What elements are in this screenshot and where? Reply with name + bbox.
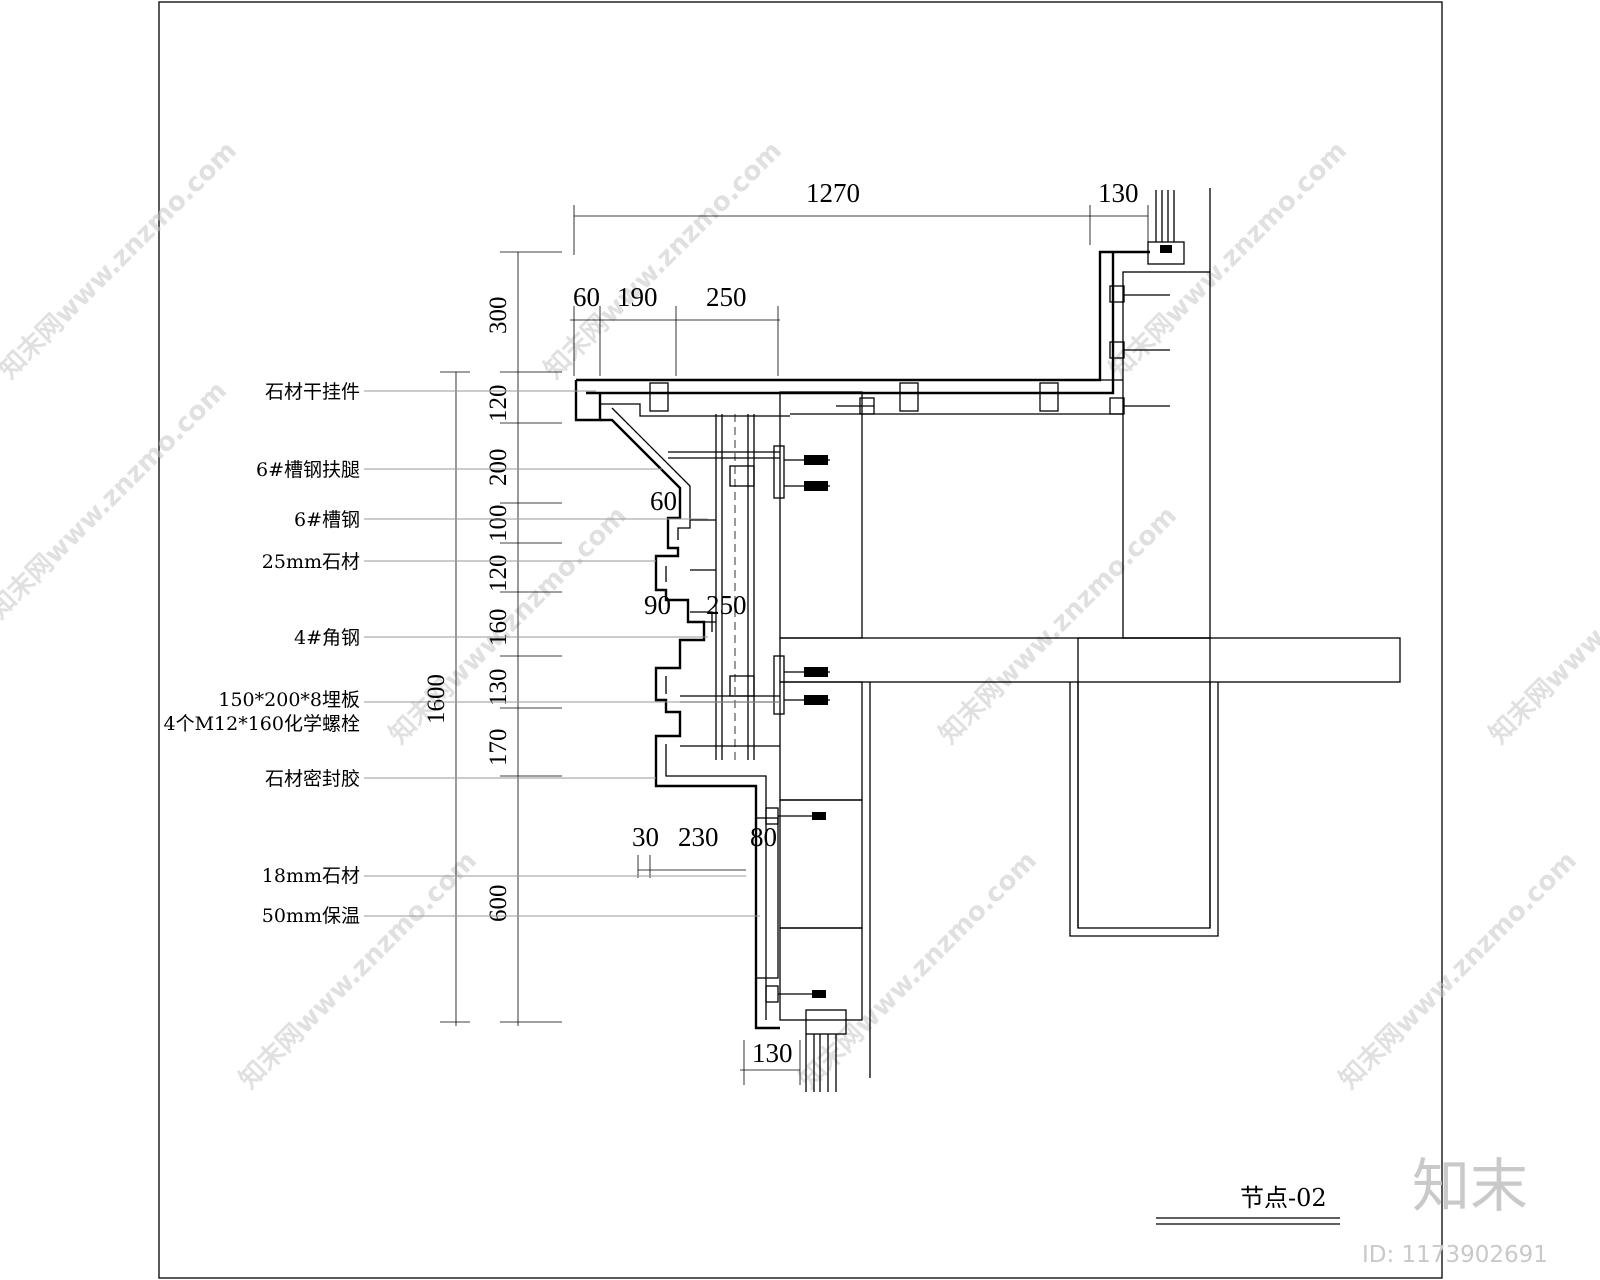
dim-170: 170 bbox=[485, 729, 512, 767]
dim-1270: 1270 bbox=[806, 178, 860, 208]
watermark-text: 知末网www.znzmo.com bbox=[539, 136, 788, 385]
dim-30: 30 bbox=[632, 822, 659, 852]
dimension-lines bbox=[440, 205, 1149, 1085]
label-stone-18mm: 18mm石材 bbox=[262, 865, 360, 887]
embed-plate-lower bbox=[729, 655, 830, 715]
dim-130-bottom: 130 bbox=[752, 1038, 793, 1068]
concrete-wall-bottom bbox=[779, 927, 863, 1021]
insulation-panel bbox=[755, 817, 779, 979]
label-angle-steel: 4#角钢 bbox=[294, 627, 360, 649]
sheet-frame bbox=[158, 1, 1443, 1279]
watermark-text: 知末网www.znzmo.com bbox=[794, 846, 1043, 1095]
window-frame-top bbox=[1147, 190, 1185, 265]
label-embed-plate: 150*200*8埋板 bbox=[218, 689, 360, 711]
dim-250-top: 250 bbox=[706, 282, 747, 312]
label-stone-25mm: 25mm石材 bbox=[262, 551, 360, 573]
brand-id: ID: 1173902691 bbox=[1362, 1242, 1548, 1268]
watermark-text: 知末网www.znzmo.com bbox=[1484, 501, 1600, 750]
dim-60-top: 60 bbox=[573, 282, 600, 312]
label-insulation: 50mm保温 bbox=[262, 905, 360, 927]
watermark-text: 知末网www.znzmo.com bbox=[934, 501, 1183, 750]
dim-100: 100 bbox=[485, 505, 512, 543]
lower-anchors bbox=[765, 807, 826, 1003]
label-stone-hanger: 石材干挂件 bbox=[265, 381, 360, 403]
dim-160: 160 bbox=[485, 609, 512, 647]
dim-250-mid: 250 bbox=[706, 590, 747, 620]
drawing-title: 节点-02 bbox=[1240, 1184, 1327, 1212]
callout-labels: 石材干挂件 6#槽钢扶腿 6#槽钢 25mm石材 4#角钢 150*200*8埋… bbox=[164, 381, 361, 927]
dim-1600: 1600 bbox=[423, 674, 450, 724]
anchor-brackets-top bbox=[649, 285, 1170, 415]
label-sealant: 石材密封胶 bbox=[265, 768, 360, 790]
watermark-text: 知末网www.znzmo.com bbox=[1104, 136, 1353, 385]
brand-logo-text: 知末 bbox=[1412, 1152, 1528, 1220]
cornice-stone-top bbox=[576, 250, 1150, 395]
label-channel-steel: 6#槽钢 bbox=[294, 509, 360, 531]
dim-130: 130 bbox=[485, 669, 512, 707]
concrete-wall bbox=[779, 391, 863, 639]
dim-230: 230 bbox=[678, 822, 719, 852]
watermark-text: 知末网www.znzmo.com bbox=[0, 376, 233, 625]
label-channel-brace: 6#槽钢扶腿 bbox=[256, 459, 360, 481]
channel-steel-post bbox=[668, 414, 780, 760]
dim-60-mid: 60 bbox=[650, 486, 677, 516]
dim-90: 90 bbox=[644, 590, 671, 620]
floor-slab bbox=[779, 637, 1401, 683]
watermarks: 知末网www.znzmo.com 知末网www.znzmo.com 知末网www… bbox=[0, 136, 1600, 1095]
watermark-text: 知末网www.znzmo.com bbox=[0, 136, 243, 385]
dim-300: 300 bbox=[485, 297, 512, 335]
dim-120a: 120 bbox=[485, 385, 512, 423]
label-chemical-bolt: 4个M12*160化学螺栓 bbox=[164, 713, 361, 735]
dim-130-top: 130 bbox=[1098, 178, 1139, 208]
watermark-text: 知末网www.znzmo.com bbox=[1334, 846, 1583, 1095]
dim-190: 190 bbox=[617, 282, 658, 312]
leader-lines bbox=[364, 390, 780, 917]
brand-mark: 知末 ID: 1173902691 bbox=[1362, 1152, 1548, 1268]
dim-120b: 120 bbox=[485, 555, 512, 593]
window-frame-bottom bbox=[805, 1009, 847, 1092]
dimension-texts: 1270 130 60 190 250 60 90 250 30 230 80 … bbox=[423, 178, 1139, 1068]
dim-200: 200 bbox=[485, 449, 512, 487]
dim-80: 80 bbox=[750, 822, 777, 852]
embed-plate-upper bbox=[729, 445, 830, 499]
title-block: 节点-02 bbox=[1156, 1184, 1340, 1225]
